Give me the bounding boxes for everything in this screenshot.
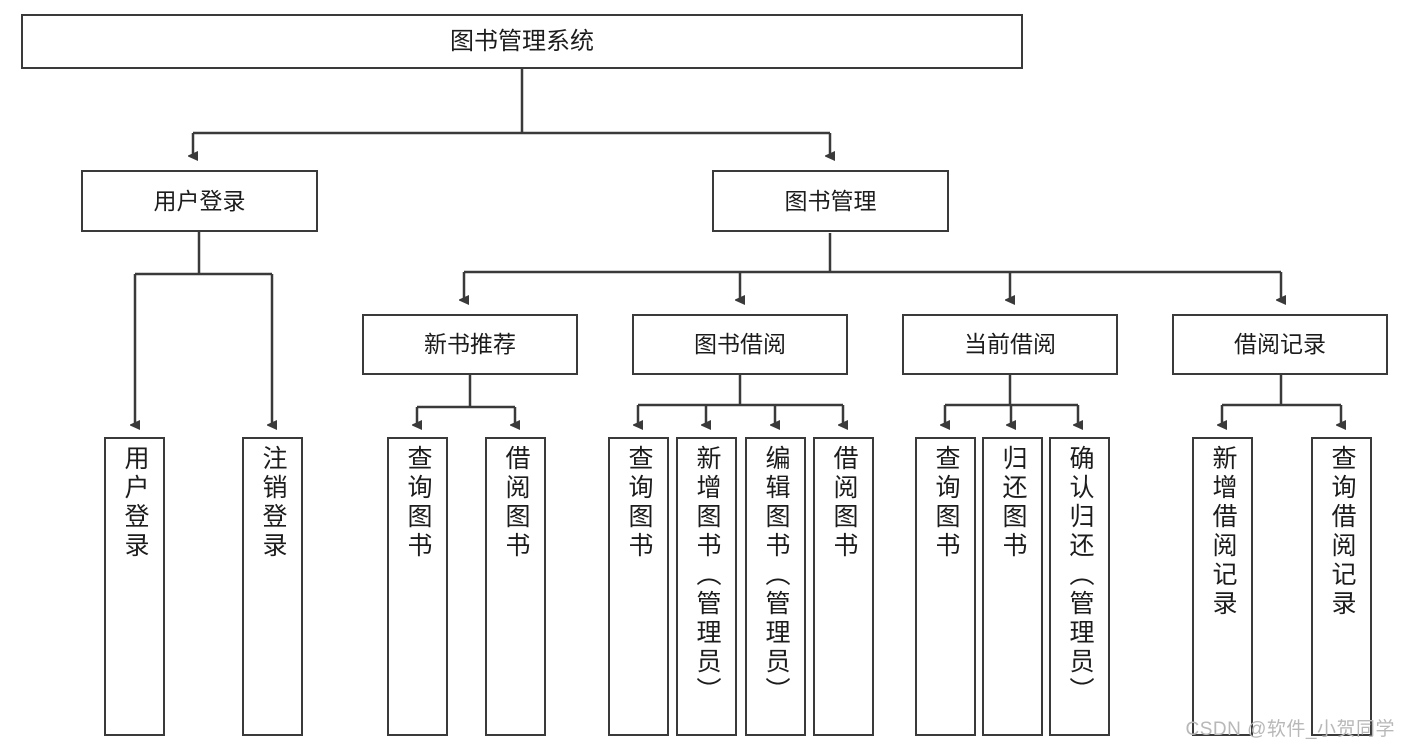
node-leaf-borrow-book-2-label: 借阅图书 [830,445,858,561]
node-current-borrow[interactable]: 当前借阅 [902,314,1118,375]
node-leaf-edit-book-label: 编辑图书（管理员） [762,445,790,706]
node-current-borrow-label: 当前借阅 [964,331,1056,358]
node-book-manage[interactable]: 图书管理 [712,170,949,232]
node-leaf-user-login[interactable]: 用户登录 [104,437,165,736]
node-leaf-add-book[interactable]: 新增图书（管理员） [676,437,737,736]
node-leaf-query-record-label: 查询借阅记录 [1328,445,1356,619]
node-leaf-query-book-2[interactable]: 查询图书 [608,437,669,736]
node-book-borrow-label: 图书借阅 [694,331,786,358]
watermark: CSDN @软件_小贺同学 [1185,719,1395,740]
node-leaf-query-book-1[interactable]: 查询图书 [387,437,448,736]
node-leaf-user-login-label: 用户登录 [121,445,149,561]
node-user-login[interactable]: 用户登录 [81,170,318,232]
node-leaf-query-book-3-label: 查询图书 [932,445,960,561]
node-book-manage-label: 图书管理 [784,187,877,214]
node-leaf-query-record[interactable]: 查询借阅记录 [1311,437,1372,736]
node-root[interactable]: 图书管理系统 [21,14,1023,69]
node-leaf-add-record[interactable]: 新增借阅记录 [1192,437,1253,736]
node-new-book-recommend[interactable]: 新书推荐 [362,314,578,375]
node-borrow-record[interactable]: 借阅记录 [1172,314,1388,375]
node-leaf-borrow-book-1-label: 借阅图书 [502,445,530,561]
node-leaf-add-book-label: 新增图书（管理员） [693,445,721,706]
node-user-login-label: 用户登录 [153,187,246,214]
node-leaf-return-book-label: 归还图书 [999,445,1027,561]
node-leaf-query-book-2-label: 查询图书 [625,445,653,561]
node-leaf-query-book-1-label: 查询图书 [404,445,432,561]
node-leaf-query-book-3[interactable]: 查询图书 [915,437,976,736]
node-leaf-confirm-return-label: 确认归还（管理员） [1066,445,1094,706]
node-borrow-record-label: 借阅记录 [1234,331,1326,358]
node-leaf-borrow-book-1[interactable]: 借阅图书 [485,437,546,736]
node-leaf-logout-login-label: 注销登录 [259,445,287,561]
node-book-borrow[interactable]: 图书借阅 [632,314,848,375]
node-root-label: 图书管理系统 [450,27,594,55]
node-leaf-return-book[interactable]: 归还图书 [982,437,1043,736]
node-leaf-add-record-label: 新增借阅记录 [1209,445,1237,619]
node-leaf-edit-book[interactable]: 编辑图书（管理员） [745,437,806,736]
node-leaf-confirm-return[interactable]: 确认归还（管理员） [1049,437,1110,736]
node-new-book-recommend-label: 新书推荐 [424,331,516,358]
node-leaf-borrow-book-2[interactable]: 借阅图书 [813,437,874,736]
node-leaf-logout-login[interactable]: 注销登录 [242,437,303,736]
